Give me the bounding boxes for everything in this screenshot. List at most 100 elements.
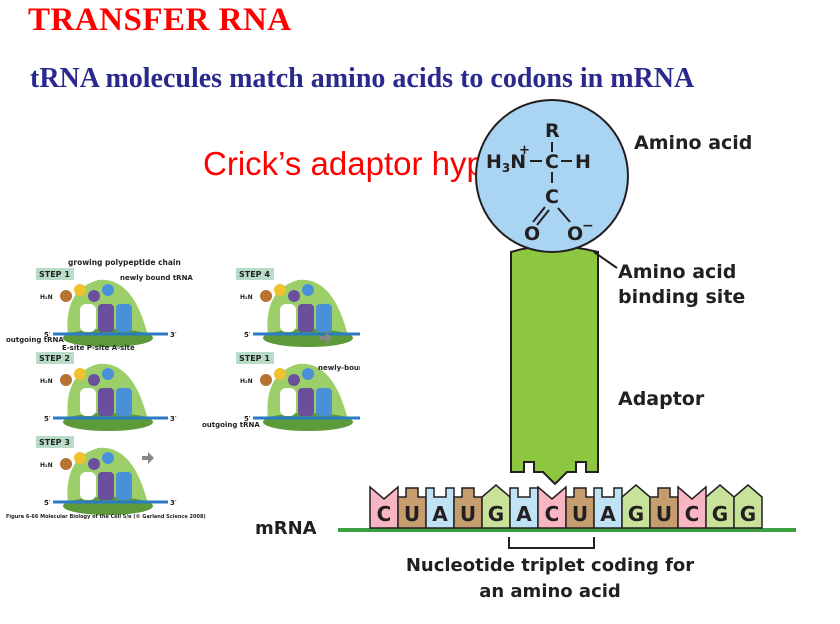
arrow-icon	[142, 452, 154, 464]
amino-acid-bead	[74, 368, 86, 380]
amino-acid-bead	[88, 374, 100, 386]
adaptor-label: Adaptor	[618, 388, 705, 410]
five-prime: 5′	[244, 415, 251, 423]
trna-p	[298, 388, 314, 416]
step-badge	[36, 436, 74, 448]
base-G	[621, 484, 651, 529]
arrow-icon	[320, 332, 332, 344]
oxygen-minus: O	[567, 223, 583, 245]
base-letter: C	[685, 502, 700, 526]
amine-label: H₂N	[240, 294, 253, 301]
five-prime: 5′	[44, 415, 51, 423]
base-letter: G	[712, 502, 728, 526]
step-label: STEP 2	[39, 354, 70, 363]
base-letter: U	[572, 502, 588, 526]
trna-p	[298, 304, 314, 332]
e-site	[80, 472, 96, 500]
trna-p	[98, 388, 114, 416]
binding-site-leader	[593, 251, 618, 269]
adaptor-body	[510, 245, 599, 486]
five-prime: 5′	[44, 331, 51, 339]
plus-charge: +	[519, 143, 530, 158]
outgoing-label: outgoing tRNA	[6, 336, 64, 344]
amine-label: H₂N	[40, 378, 53, 385]
amino-acid-bead	[102, 368, 114, 380]
amino-acid-bead	[102, 284, 114, 296]
step-label: STEP 1	[39, 270, 70, 279]
amine-group: H3N	[486, 151, 526, 175]
five-prime: 5′	[44, 499, 51, 507]
amino-acid-bead	[60, 458, 72, 470]
amino-acid-bead	[288, 290, 300, 302]
trna-p	[98, 304, 114, 332]
step-label: STEP 3	[39, 438, 70, 447]
step-label: STEP 4	[239, 270, 270, 279]
chain-label: growing polypeptide chain	[68, 258, 181, 267]
base-letter: A	[432, 502, 448, 526]
base-letter: U	[656, 502, 672, 526]
slide-subtitle: tRNA molecules match amino acids to codo…	[30, 63, 695, 94]
base-letter: U	[460, 502, 476, 526]
amino-acid-bead	[88, 290, 100, 302]
base-letter: C	[377, 502, 392, 526]
amine-label: H₂N	[240, 378, 253, 385]
amino-acid-bead	[74, 284, 86, 296]
amino-acid-structure: R H3N + C H C O O −	[486, 120, 594, 245]
newly-bound-label: newly bound tRNA	[120, 274, 193, 282]
step-label: STEP 1	[239, 354, 270, 363]
slide-title: TRANSFER RNA	[28, 2, 292, 38]
trna-a	[316, 304, 332, 332]
figure-caption: Figure 6-66 Molecular Biology of the Cel…	[6, 514, 206, 520]
e-site	[280, 388, 296, 416]
step-badge	[36, 352, 74, 364]
base-letter: G	[740, 502, 756, 526]
oxygen-double: O	[524, 223, 540, 245]
hydrogen: H	[575, 151, 591, 173]
amine-label: H₂N	[40, 462, 53, 469]
amino-acid-bead	[74, 452, 86, 464]
e-site	[280, 304, 296, 332]
trna-a	[116, 388, 132, 416]
step-badge	[36, 268, 74, 280]
outgoing-trna-label: outgoing tRNA	[202, 421, 260, 429]
amino-acid-bead	[260, 290, 272, 302]
step-badge	[236, 352, 274, 364]
minus-charge: −	[582, 218, 594, 234]
three-prime: 3′	[170, 499, 177, 507]
amino-acid-bead	[274, 284, 286, 296]
base-letter: A	[600, 502, 616, 526]
trna-a	[116, 472, 132, 500]
amino-acid-bead	[302, 368, 314, 380]
base-C	[677, 485, 707, 529]
base-G	[733, 484, 763, 529]
base-G	[481, 484, 511, 529]
step-badge	[236, 268, 274, 280]
e-site	[80, 304, 96, 332]
base-C	[537, 485, 567, 529]
triplet-bracket	[508, 537, 595, 549]
amine-label: H₂N	[40, 294, 53, 301]
amino-acid-bead	[60, 290, 72, 302]
trna-a	[316, 388, 332, 416]
amino-acid-bead	[102, 452, 114, 464]
e-site	[80, 388, 96, 416]
amino-acid-bead	[260, 374, 272, 386]
base-letter: G	[488, 502, 504, 526]
base-C	[369, 485, 399, 529]
five-prime: 5′	[244, 331, 251, 339]
site-labels: E-site P-site A-site	[62, 344, 135, 352]
amino-acid-bead	[288, 374, 300, 386]
base-letter: A	[516, 502, 532, 526]
trna-a	[116, 304, 132, 332]
amino-acid-bead	[88, 458, 100, 470]
base-letter: G	[628, 502, 644, 526]
base-letter: C	[545, 502, 560, 526]
amino-acid-bead	[274, 368, 286, 380]
amino-acid-bead	[60, 374, 72, 386]
triplet-label: Nucleotide triplet coding for an amino a…	[405, 555, 695, 602]
base-G	[705, 484, 735, 529]
three-prime: 3′	[170, 331, 177, 339]
